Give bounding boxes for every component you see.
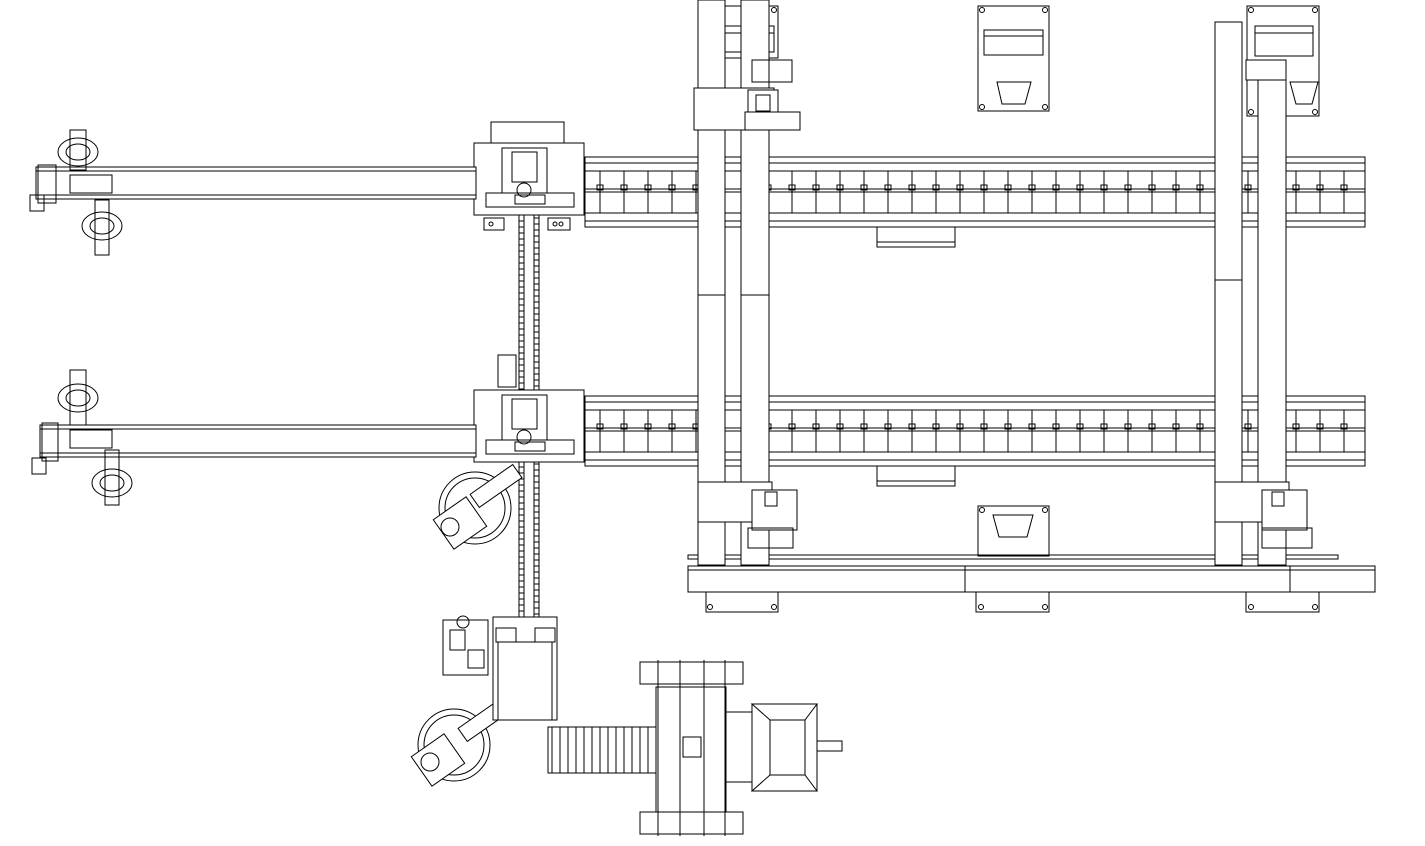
roller-bearing bbox=[1077, 185, 1083, 190]
roller-bearing bbox=[837, 424, 843, 429]
roller-bearing bbox=[645, 424, 651, 429]
roller-bearing bbox=[1197, 185, 1203, 190]
roller-bearing bbox=[933, 424, 939, 429]
roller-bearing bbox=[813, 185, 819, 190]
gantry-column-right bbox=[1215, 22, 1312, 565]
roller-bearing bbox=[1077, 424, 1083, 429]
roller-bearing bbox=[621, 424, 627, 429]
roller-bearing bbox=[1053, 424, 1059, 429]
press-unit bbox=[548, 660, 842, 836]
roller-bearing bbox=[645, 185, 651, 190]
gantry-column-left bbox=[694, 0, 800, 565]
feed-beam-lower bbox=[40, 423, 476, 461]
roller-bearing bbox=[1101, 185, 1107, 190]
turntable-lower-bottom bbox=[92, 450, 132, 505]
roller-bearing bbox=[957, 185, 963, 190]
turntable-lower-top bbox=[58, 370, 98, 425]
roller-bearing bbox=[1029, 424, 1035, 429]
roller-bearing bbox=[597, 424, 603, 429]
roller-bearing bbox=[957, 424, 963, 429]
roller-bearing bbox=[933, 185, 939, 190]
robot-arm-upper bbox=[433, 465, 522, 550]
drive-unit-lower bbox=[474, 355, 584, 462]
base-rail bbox=[688, 555, 1375, 592]
roller-bearing bbox=[1125, 185, 1131, 190]
roller-bearing bbox=[861, 424, 867, 429]
roller-bearing bbox=[789, 424, 795, 429]
turntable-upper-top bbox=[58, 130, 98, 170]
roller-bearing bbox=[621, 185, 627, 190]
roller-bearing bbox=[1149, 185, 1155, 190]
roller-bearing bbox=[813, 424, 819, 429]
roller-bearing bbox=[837, 185, 843, 190]
roller-bearing bbox=[669, 185, 675, 190]
roller-bearing bbox=[1173, 424, 1179, 429]
roller-bearing bbox=[1317, 185, 1323, 190]
roller-bearing bbox=[1341, 185, 1347, 190]
roller-bearing bbox=[1245, 424, 1251, 429]
roller-bearing bbox=[1053, 185, 1059, 190]
roller-bearing bbox=[1149, 424, 1155, 429]
wall-plate-top-center bbox=[978, 6, 1049, 111]
roller-bearing bbox=[1173, 185, 1179, 190]
transfer-station bbox=[493, 617, 557, 720]
roller-bearing bbox=[1245, 185, 1251, 190]
roller-bearing bbox=[1341, 424, 1347, 429]
wall-plate-bottom-center bbox=[978, 506, 1049, 556]
robot-controller bbox=[443, 616, 488, 675]
roller-bearing bbox=[1197, 424, 1203, 429]
roller-bearing bbox=[981, 185, 987, 190]
roller-bearing bbox=[1293, 424, 1299, 429]
roller-bearing bbox=[1029, 185, 1035, 190]
turntable-upper-bottom bbox=[82, 200, 122, 255]
roller-bearing bbox=[1125, 424, 1131, 429]
roller-bearing bbox=[1293, 185, 1299, 190]
roller-bearing bbox=[861, 185, 867, 190]
roller-bearing bbox=[981, 424, 987, 429]
roller-bearing bbox=[909, 185, 915, 190]
drive-unit-upper bbox=[474, 122, 584, 230]
roller-bearing bbox=[1317, 424, 1323, 429]
beam-end-clamps bbox=[30, 195, 46, 474]
roller-bearing bbox=[1005, 185, 1011, 190]
feed-beam-upper bbox=[36, 165, 476, 203]
roller-bearing bbox=[597, 185, 603, 190]
roller-bearing bbox=[909, 424, 915, 429]
roller-bearing bbox=[1101, 424, 1107, 429]
roller-bearing bbox=[669, 424, 675, 429]
roller-bearing bbox=[1005, 424, 1011, 429]
roller-bearing bbox=[885, 424, 891, 429]
roller-bearing bbox=[885, 185, 891, 190]
roller-bearing bbox=[789, 185, 795, 190]
foot-plates-bottom bbox=[706, 592, 1319, 612]
